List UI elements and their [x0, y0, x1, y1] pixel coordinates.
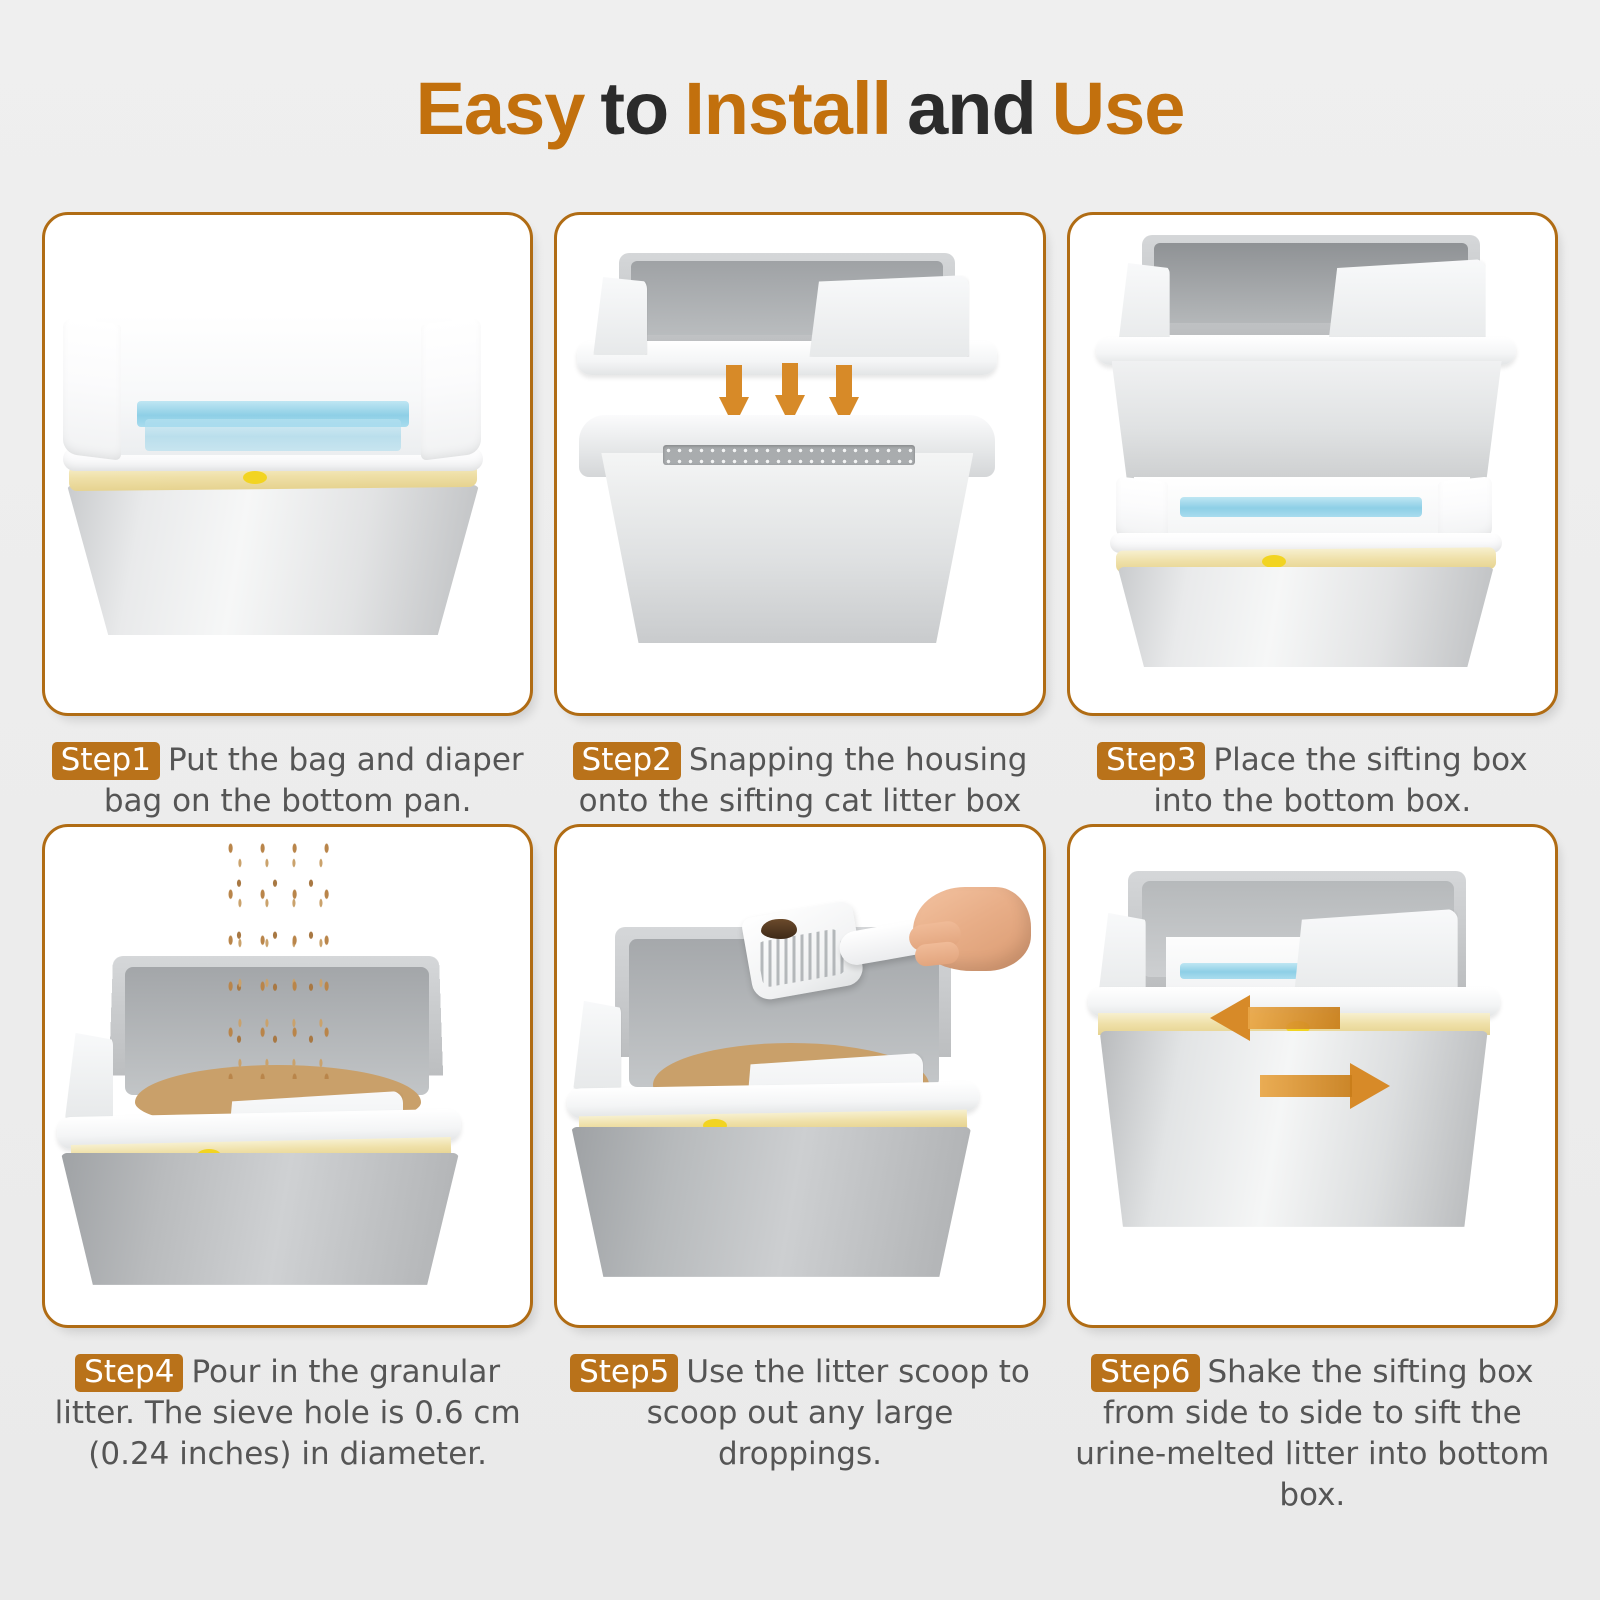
- box-guard-right-6: [1293, 908, 1458, 999]
- step-badge-2: Step2: [572, 742, 681, 781]
- step-badge-5: Step5: [570, 1353, 679, 1392]
- illustration-step-6: [1070, 827, 1555, 1325]
- bottom-pan-body-3: [1117, 567, 1494, 667]
- shake-arrow-left: [1209, 994, 1340, 1041]
- title-word-1: Easy: [415, 67, 586, 150]
- box-guard-left-5: [573, 1000, 622, 1089]
- step-text-6: Shake the sifting box from side to side …: [1075, 1353, 1550, 1513]
- step-badge-1: Step1: [51, 742, 160, 781]
- bottom-pan-body-6: [1099, 1030, 1488, 1227]
- liner-bag-left-fold: [63, 317, 121, 461]
- illustration-step-4: [45, 827, 530, 1325]
- step-badge-3: Step3: [1097, 742, 1206, 781]
- bottom-diaper-pad: [1179, 497, 1422, 517]
- sifting-box-body-3: [1111, 361, 1502, 483]
- title-word-4: and: [907, 67, 1037, 150]
- illustration-step-2: [557, 215, 1042, 713]
- sifting-guard-right: [1327, 259, 1486, 349]
- bottom-yellow-dot: [1261, 555, 1286, 568]
- pan-yellow-dot: [243, 471, 267, 484]
- illustration-step-5: [557, 827, 1042, 1325]
- illustration-step-1: [45, 215, 530, 713]
- step-image-card-2: [554, 212, 1046, 716]
- step-image-card-1: [42, 212, 534, 716]
- title-word-5: Use: [1051, 67, 1186, 150]
- liner-bag-right-fold: [421, 317, 481, 461]
- litter-pour-stream: [221, 838, 337, 1079]
- step-image-card-6: [1066, 823, 1558, 1328]
- step-image-card-4: [42, 823, 534, 1328]
- sieve-mesh-bottom: [663, 445, 916, 465]
- step-badge-6: Step6: [1091, 1353, 1200, 1392]
- step-badge-4: Step4: [75, 1353, 184, 1392]
- housing-guard-right: [809, 275, 970, 357]
- bottom-pan-body: [67, 485, 479, 635]
- diaper-pad-lower: [145, 419, 401, 451]
- step-text-3: Place the sifting box into the bottom bo…: [1153, 742, 1528, 819]
- sifting-housing-lip: [1095, 337, 1516, 365]
- bottom-pan-body-5: [571, 1126, 972, 1277]
- step-text-5: Use the litter scoop to scoop out any la…: [646, 1353, 1030, 1472]
- step-image-card-5: [554, 823, 1046, 1328]
- sifting-box-body: [601, 453, 974, 643]
- step-text-2: Snapping the housing onto the sifting ca…: [578, 742, 1028, 819]
- box-guard-left-4: [65, 1032, 113, 1119]
- droppings-clump: [761, 918, 798, 939]
- step-text-1: Put the bag and diaper bag on the bottom…: [103, 742, 524, 819]
- bottom-pan-body-4: [61, 1152, 459, 1285]
- title-word-2: to: [600, 67, 669, 150]
- housing-guard-left: [593, 277, 648, 355]
- illustration-step-3: [1070, 215, 1555, 713]
- step-image-card-3: [1066, 212, 1558, 716]
- step-text-4: Pour in the granular litter. The sieve h…: [54, 1353, 521, 1472]
- title-word-3: Install: [684, 67, 892, 150]
- shake-arrow-right: [1259, 1062, 1390, 1109]
